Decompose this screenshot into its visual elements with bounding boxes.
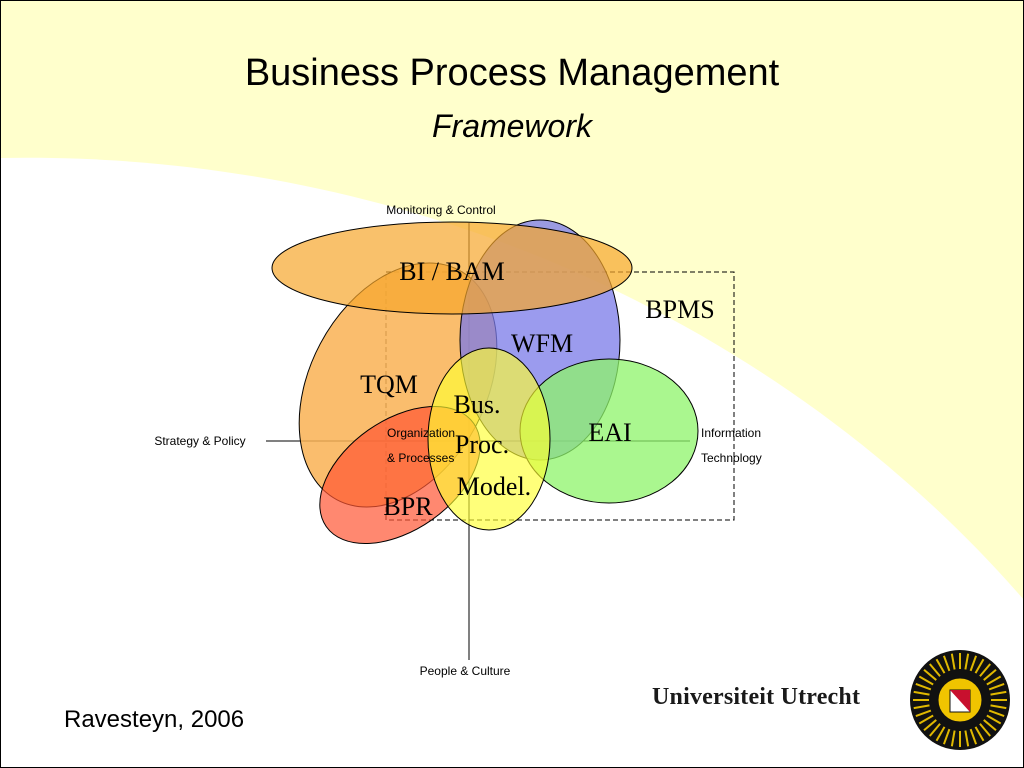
bi-bam-ellipse xyxy=(271,221,633,315)
seal-ray xyxy=(990,704,1007,710)
seal-ray xyxy=(929,723,941,737)
seal-ray xyxy=(964,653,970,670)
seal-ray xyxy=(929,663,941,677)
seal-ray xyxy=(923,719,937,731)
seal-ray xyxy=(935,726,946,742)
seal-ray xyxy=(923,669,937,681)
seal-ray xyxy=(986,675,1002,686)
center-label-line2: & Processes xyxy=(387,451,454,465)
region-label-proc: Proc. xyxy=(455,430,509,459)
seal-ray xyxy=(942,655,951,672)
seal-ray xyxy=(915,682,932,691)
seal-ray xyxy=(986,714,1002,725)
region-label-bus: Bus. xyxy=(454,390,501,419)
seal-ray xyxy=(969,728,978,745)
region-label-tqm: TQM xyxy=(360,370,418,399)
seal-ray xyxy=(942,728,951,745)
author-citation: Ravesteyn, 2006 xyxy=(64,706,245,733)
seal-ray xyxy=(913,704,930,710)
seal-ray xyxy=(974,726,985,742)
seal-ray xyxy=(918,675,934,686)
seal-ray xyxy=(988,709,1005,718)
region-label-eai: EAI xyxy=(588,418,631,447)
slide-subtitle: Framework xyxy=(431,108,592,144)
university-seal-icon xyxy=(910,650,1010,750)
seal-ray xyxy=(979,723,991,737)
seal-ray xyxy=(964,730,970,747)
axis-label-monitoring: Monitoring & Control xyxy=(386,203,495,217)
region-label-model: Model. xyxy=(457,472,531,501)
seal-ray xyxy=(988,682,1005,691)
axis-label-it-line2: Technology xyxy=(701,451,762,465)
seal-ray xyxy=(983,669,997,681)
seal-ray xyxy=(935,658,946,674)
seal-ray xyxy=(950,730,956,747)
seal-ray xyxy=(950,653,956,670)
seal-ray xyxy=(990,690,1007,696)
axis-label-people: People & Culture xyxy=(420,664,511,678)
seal-ray xyxy=(969,655,978,672)
region-label-wfm: WFM xyxy=(511,329,573,358)
region-label-bpms: BPMS xyxy=(645,295,714,324)
bus-proc-model-ellipse xyxy=(427,347,551,531)
center-label-line1: Organization xyxy=(387,426,455,440)
region-label-bi-bam: BI / BAM xyxy=(399,257,504,286)
axis-label-it-line1: Information xyxy=(701,426,761,440)
seal-ray xyxy=(915,709,932,718)
seal-ray xyxy=(913,690,930,696)
university-name: Universiteit Utrecht xyxy=(652,684,861,710)
seal-ray xyxy=(918,714,934,725)
axis-label-strategy: Strategy & Policy xyxy=(154,434,245,448)
region-label-bpr: BPR xyxy=(383,492,433,521)
seal-ray xyxy=(979,663,991,677)
seal-ray xyxy=(974,658,985,674)
seal-ray xyxy=(983,719,997,731)
slide-title: Business Process Management xyxy=(244,52,780,94)
